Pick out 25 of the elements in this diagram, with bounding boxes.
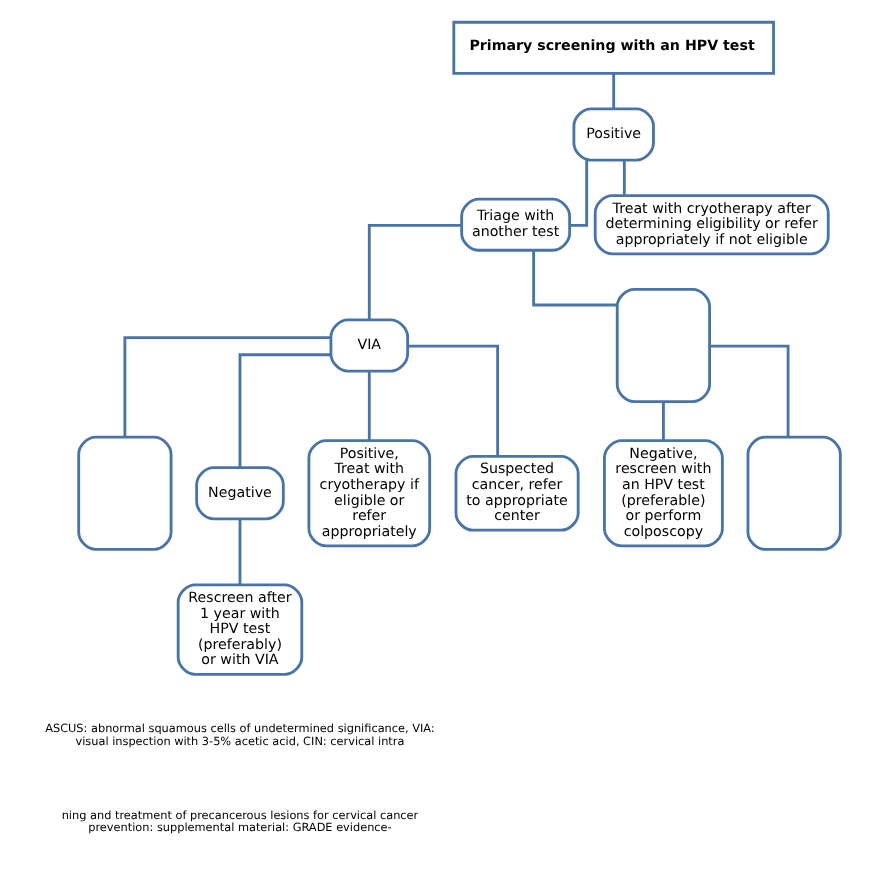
connector: [367, 224, 462, 320]
connector: [662, 401, 665, 441]
node-box: Negative: [195, 466, 285, 521]
connector: [622, 160, 626, 196]
node-box: Positive: [572, 107, 655, 162]
connector: [367, 371, 371, 441]
node-box: Triage with another test: [460, 197, 572, 252]
node-box: Rescreen after 1 year with HPV test (preferably) or with VIA: [176, 583, 304, 676]
connector: [612, 73, 616, 109]
node-box: Primary screening with an HPV test: [452, 20, 775, 75]
connector: [407, 344, 500, 457]
connector: [238, 353, 331, 468]
node-box: Positive, Treat with cryotherapy if eligible or refer appropriately: [307, 439, 432, 548]
node-box: Suspected cancer, refer to appropriate center: [454, 454, 580, 532]
connector: [709, 344, 790, 437]
node-box: VIA: [329, 318, 410, 373]
connector: [238, 518, 242, 585]
connector: [532, 250, 617, 307]
node-box: Treat with cryotherapy after determining eligibility or refer appropriately if not eligible: [593, 194, 830, 256]
node-box: [77, 435, 173, 551]
node-box: [615, 287, 711, 404]
node-box: Negative, rescreen with an HPV test (preferable) or perform colposcopy: [603, 439, 724, 548]
node-box: [746, 435, 842, 551]
connector: [569, 160, 589, 227]
connector: [123, 336, 331, 438]
